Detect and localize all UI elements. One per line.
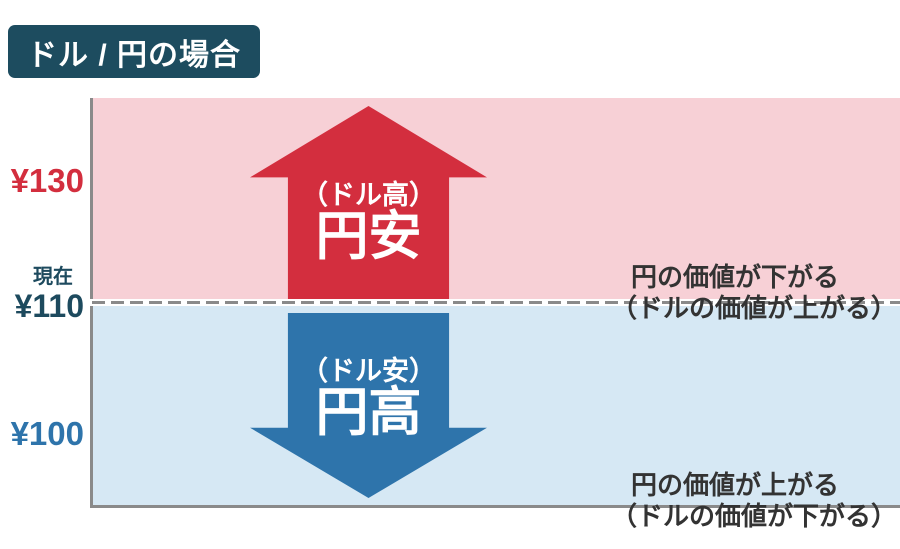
axis-current-value: ¥110 xyxy=(14,288,84,324)
exchange-rate-chart: （ドル高） 円安 （ドル安） 円高 円の価値が下がる （ドルの価値が上がる） 円… xyxy=(90,98,900,531)
current-rate-dashed-line xyxy=(90,299,900,306)
lower-description-line1: 円の価値が上がる xyxy=(631,470,840,500)
yen-appreciation-zone xyxy=(93,306,900,505)
down-arrow-text: （ドル安） 円高 xyxy=(250,344,487,451)
axis-label-100: ¥100 xyxy=(10,415,84,452)
yen-strong-label: 円高 xyxy=(315,383,422,443)
axis-current-word: 現在 xyxy=(33,266,73,288)
yen-weak-label: 円安 xyxy=(315,206,422,266)
lower-description: 円の価値が上がる （ドルの価値が下がる） xyxy=(611,470,897,532)
up-arrow-text: （ドル高） 円安 xyxy=(250,164,487,280)
axis-label-current: 現在 ¥110 xyxy=(0,265,84,323)
upper-description-line1: 円の価値が下がる xyxy=(631,262,840,292)
lower-description-line2: （ドルの価値が下がる） xyxy=(611,501,898,531)
dollar-low-label: （ドル安） xyxy=(301,356,436,387)
page-title: ドル / 円の場合 xyxy=(26,38,241,72)
upper-description: 円の価値が下がる （ドルの価値が上がる） xyxy=(611,262,897,324)
title-box: ドル / 円の場合 xyxy=(8,25,260,78)
upper-description-line2: （ドルの価値が上がる） xyxy=(611,293,898,323)
axis-label-130: ¥130 xyxy=(10,162,84,199)
dollar-high-label: （ドル高） xyxy=(301,179,436,210)
dashed-line-pattern xyxy=(92,301,900,304)
yen-depreciation-zone xyxy=(93,98,900,299)
